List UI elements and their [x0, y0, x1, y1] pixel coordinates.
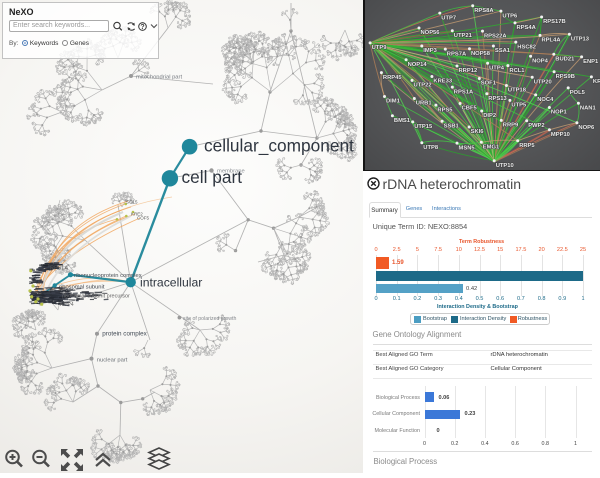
svg-text:BUD21: BUD21	[555, 56, 575, 62]
svg-text:nuclear part: nuclear part	[97, 358, 128, 364]
svg-text:RPS4A: RPS4A	[517, 25, 537, 31]
svg-text:BMS1: BMS1	[394, 118, 411, 124]
svg-text:UTP15: UTP15	[414, 124, 433, 130]
svg-text:ribosomal subunit: ribosomal subunit	[59, 284, 105, 290]
svg-text:MPP10: MPP10	[551, 132, 570, 138]
svg-text:protein complex: protein complex	[102, 330, 147, 337]
svg-text:RPS13: RPS13	[488, 96, 507, 102]
svg-text:EMG1: EMG1	[483, 145, 500, 151]
svg-text:cell part: cell part	[182, 167, 243, 187]
svg-text:UTP18: UTP18	[508, 88, 527, 94]
svg-text:COF5: COF5	[137, 216, 149, 221]
svg-text:RPL4A: RPL4A	[542, 38, 562, 44]
svg-text:RPS8A: RPS8A	[474, 8, 494, 14]
svg-text:NOP6: NOP6	[578, 125, 595, 131]
svg-text:MSN5: MSN5	[459, 145, 476, 151]
svg-text:NOP4: NOP4	[60, 302, 74, 308]
svg-text:NOP14: NOP14	[408, 62, 428, 68]
svg-text:KRE33: KRE33	[433, 79, 452, 85]
svg-text:UTP4: UTP4	[489, 65, 505, 71]
svg-text:UTP20: UTP20	[534, 80, 552, 86]
svg-text:NOP4: NOP4	[532, 58, 549, 64]
svg-text:PWP2: PWP2	[528, 123, 544, 129]
svg-text:NOP1: NOP1	[551, 110, 568, 116]
svg-text:?: ?	[140, 24, 144, 31]
svg-text:cellular_component: cellular_component	[204, 136, 354, 156]
svg-text:NOP56: NOP56	[421, 30, 441, 36]
svg-text:UTP6: UTP6	[502, 13, 518, 19]
svg-text:UTP8: UTP8	[423, 145, 439, 151]
svg-text:UTP5: UTP5	[511, 103, 527, 109]
svg-text:RPS1A: RPS1A	[50, 266, 68, 272]
svg-text:RPS7A: RPS7A	[447, 51, 467, 57]
svg-text:RRP12: RRP12	[459, 68, 478, 74]
svg-text:RPS1A: RPS1A	[454, 89, 474, 95]
svg-text:POL5: POL5	[570, 90, 586, 96]
svg-text:UTP7: UTP7	[441, 15, 456, 21]
svg-text:RPS17B: RPS17B	[543, 19, 566, 25]
svg-text:RRP5: RRP5	[519, 143, 535, 149]
svg-text:RPS22A: RPS22A	[484, 33, 507, 39]
svg-text:RRP9: RRP9	[503, 123, 519, 129]
svg-text:ENP1: ENP1	[583, 59, 599, 65]
svg-text:NAN1: NAN1	[580, 105, 597, 111]
svg-text:URB1: URB1	[416, 101, 433, 107]
svg-text:RRP45: RRP45	[383, 75, 402, 81]
svg-text:RPS5: RPS5	[437, 107, 453, 113]
svg-text:NOC4: NOC4	[537, 97, 554, 103]
svg-text:SOF1: SOF1	[481, 81, 497, 87]
svg-text:mitochondrial part: mitochondrial part	[136, 74, 182, 80]
svg-text:DIM1: DIM1	[386, 99, 401, 105]
svg-text:CBF5: CBF5	[462, 106, 478, 112]
svg-text:SKI6: SKI6	[471, 129, 485, 135]
svg-text:IMP3: IMP3	[423, 48, 437, 54]
svg-text:ribonucleoprotein complex: ribonucleoprotein complex	[74, 273, 142, 279]
svg-text:NOP58: NOP58	[471, 51, 491, 57]
svg-text:RPS9B: RPS9B	[556, 74, 575, 80]
svg-text:UTP13: UTP13	[571, 36, 590, 42]
svg-text:SSA1: SSA1	[495, 48, 511, 54]
svg-text:site of polarized growth: site of polarized growth	[183, 316, 236, 322]
svg-text:KR: KR	[593, 79, 600, 85]
svg-text:UTP21: UTP21	[454, 33, 473, 39]
svg-text:SSB1: SSB1	[444, 123, 460, 129]
svg-text:RCL1: RCL1	[509, 68, 525, 74]
svg-text:HSC82: HSC82	[517, 44, 536, 50]
svg-text:DIP2: DIP2	[483, 113, 496, 119]
svg-text:SOL5: SOL5	[126, 200, 138, 205]
svg-text:intracellular: intracellular	[140, 275, 202, 289]
svg-text:ribosomal subunit precursor: ribosomal subunit precursor	[62, 294, 130, 300]
svg-text:UTP22: UTP22	[414, 83, 432, 89]
svg-text:UTP10: UTP10	[496, 163, 514, 169]
svg-text:UTP9: UTP9	[372, 45, 388, 51]
